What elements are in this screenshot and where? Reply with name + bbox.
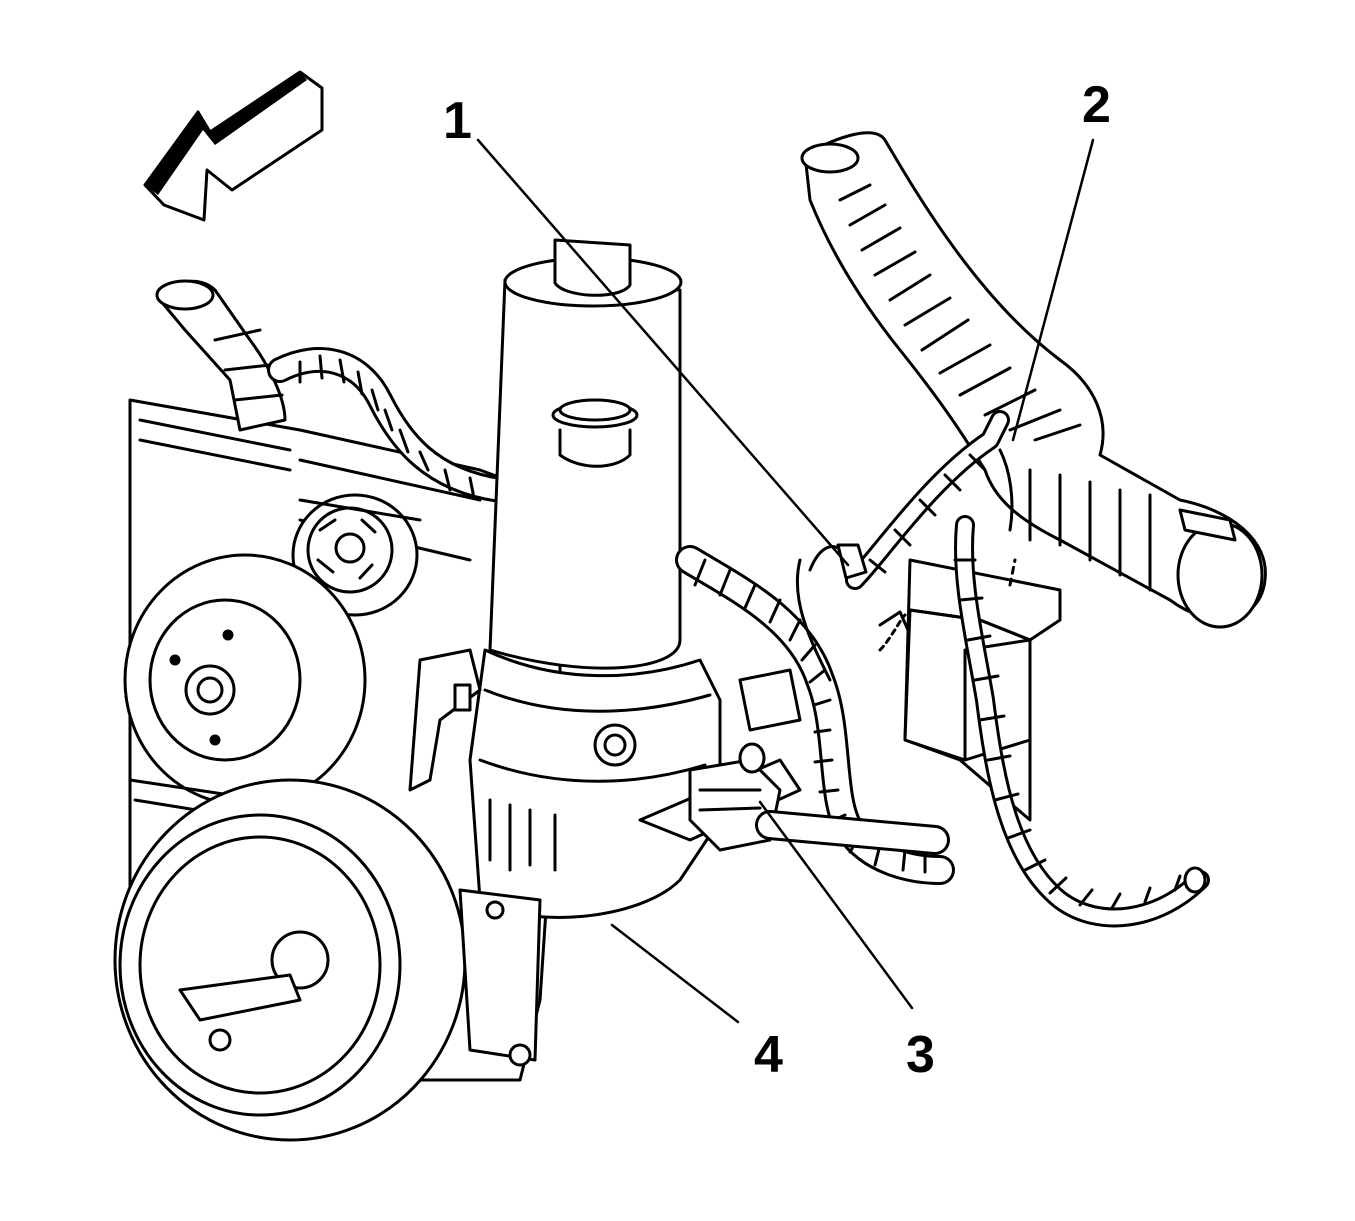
callout-leaders [476,138,1095,1024]
leader-line-1 [476,138,850,567]
callout-2: 2 [1082,76,1111,134]
leader-line-3 [758,800,914,1010]
callout-1: 1 [443,92,472,150]
electric-pump-motor [468,648,722,919]
timing-cover-bolts [458,888,542,1067]
leader-line-4 [610,923,740,1024]
coolant-outlet-pipe [155,279,287,432]
power-steering-reservoir [488,238,683,670]
main-wiring-harness [675,410,1010,885]
module-pigtail-harness [953,515,1210,928]
front-direction-arrow-icon [143,70,324,222]
harness-retainer-clip [836,543,910,652]
callout-3: 3 [906,1026,935,1084]
crankshaft-balancer [113,778,467,1142]
leader-line-2 [1011,138,1095,442]
callout-4: 4 [754,1026,783,1084]
water-pump-pulley [123,553,367,807]
wiring-harness-left [267,347,513,503]
air-intake-duct [800,131,1267,629]
